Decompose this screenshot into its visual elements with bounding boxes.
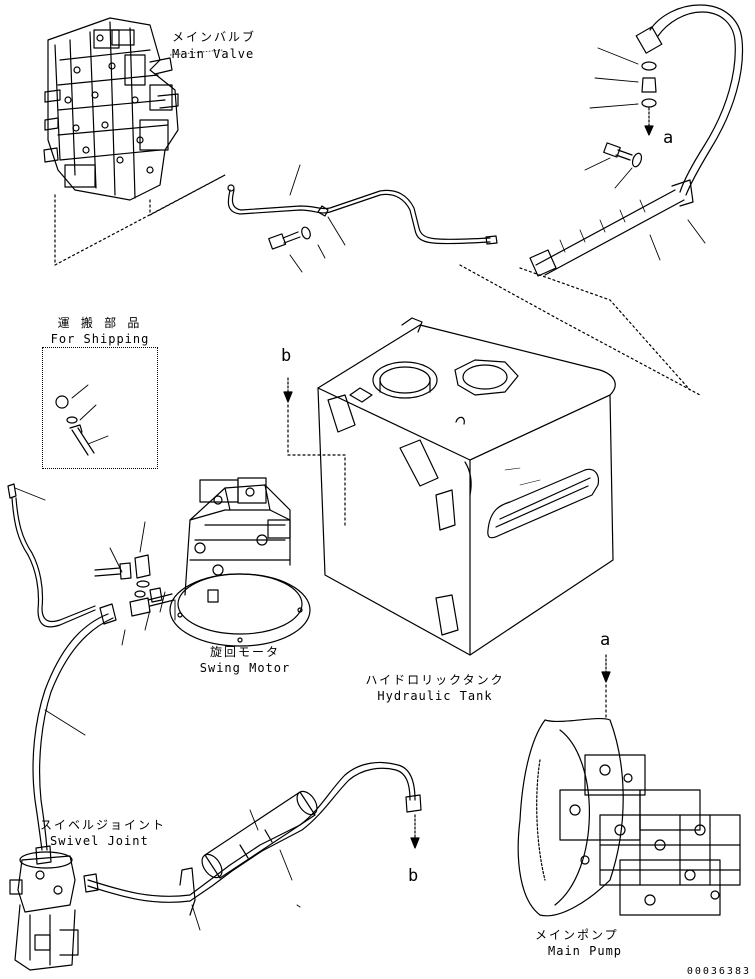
hydraulic-tank-label-en: Hydraulic Tank	[377, 689, 493, 703]
pilot-tube	[227, 184, 498, 245]
main-pump-drawing	[517, 717, 741, 917]
ref-a-top: a	[663, 128, 674, 148]
ref-b-bottom: b	[408, 866, 419, 886]
main-pump-label-en: Main Pump	[548, 944, 623, 958]
swivel-joint-label-jp: スイベルジョイント	[40, 818, 167, 832]
for-shipping-label-jp: 運 搬 部 品	[57, 316, 142, 330]
bolt-top-right	[603, 142, 643, 168]
for-shipping-parts	[55, 384, 109, 456]
swing-motor-drawing	[169, 477, 311, 647]
for-shipping-box	[42, 347, 158, 469]
swing-motor-label-en: Swing Motor	[199, 661, 291, 675]
small-fittings	[129, 554, 175, 617]
ref-a-pump: a	[600, 630, 611, 650]
bottom-hose	[83, 761, 422, 916]
document-number: 00036383	[686, 966, 751, 977]
for-shipping-label-en: For Shipping	[50, 332, 150, 346]
main-valve-drawing	[43, 17, 179, 201]
hydraulic-tank-label-jp: ハイドロリックタンク	[365, 673, 505, 687]
large-hose-top	[529, 4, 744, 277]
main-pump-label-jp: メインポンプ	[535, 928, 619, 942]
left-hoses	[7, 483, 132, 865]
swivel-joint-label-en: Swivel Joint	[50, 834, 149, 848]
main-valve-label-en: Main Valve	[172, 47, 255, 61]
swivel-joint-drawing	[9, 851, 79, 971]
swing-motor-label-jp: 旋回モータ	[209, 645, 280, 659]
hydraulic-tank-drawing	[317, 317, 616, 656]
ref-b-tank: b	[281, 346, 292, 366]
bolt-small	[268, 226, 311, 250]
main-valve-label-jp: メインバルブ	[172, 30, 257, 44]
